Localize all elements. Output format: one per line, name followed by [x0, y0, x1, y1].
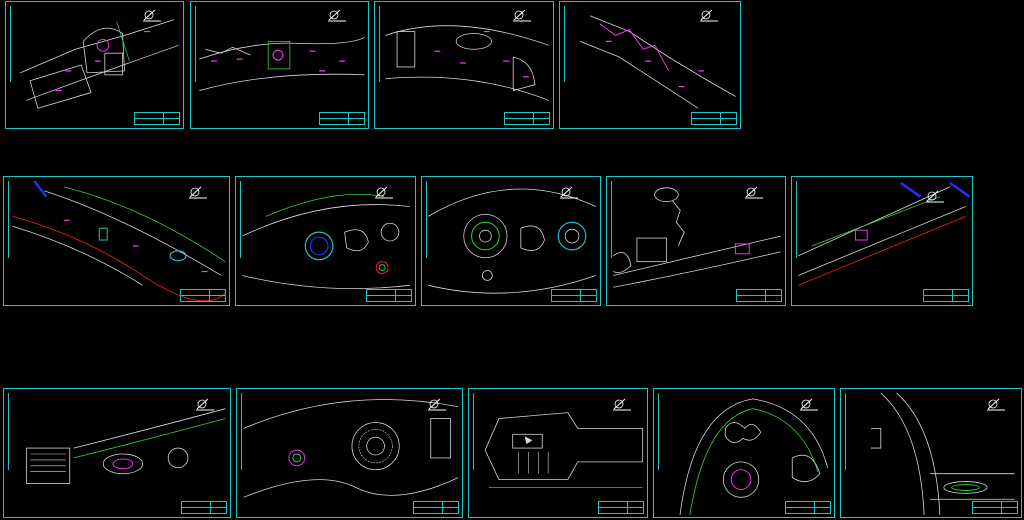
drawing-sheet-1[interactable]	[5, 1, 184, 129]
title-block	[736, 289, 782, 302]
north-arrow-icon	[194, 397, 216, 411]
north-arrow-icon	[924, 189, 946, 203]
north-arrow-icon	[743, 185, 765, 199]
site-plan-8	[613, 187, 781, 288]
site-plan-5	[12, 180, 226, 302]
sheet-margin	[7, 6, 11, 82]
north-arrow-icon	[373, 185, 395, 199]
title-block	[785, 501, 831, 514]
sheet-margin	[470, 393, 474, 470]
drawing-sheet-9[interactable]	[791, 176, 973, 306]
north-arrow-icon	[985, 397, 1007, 411]
sheet-margin	[423, 181, 427, 258]
drawing-sheet-10[interactable]	[3, 388, 231, 518]
title-block	[413, 501, 459, 514]
title-block	[972, 501, 1018, 514]
north-arrow-icon	[426, 397, 448, 411]
site-plan-11	[243, 399, 459, 498]
title-block	[366, 289, 412, 302]
drawing-sheet-7[interactable]	[421, 176, 601, 306]
sheet-margin	[5, 393, 9, 470]
drawing-sheet-6[interactable]	[235, 176, 416, 306]
drawing-sheet-2[interactable]	[190, 1, 369, 129]
drawing-sheet-11[interactable]	[236, 388, 463, 518]
north-arrow-icon	[698, 8, 720, 22]
north-arrow-icon	[187, 185, 209, 199]
title-block	[691, 112, 737, 125]
sheet-margin	[238, 393, 242, 470]
north-arrow-icon	[558, 185, 580, 199]
title-block	[504, 112, 550, 125]
site-plan-10	[26, 408, 226, 484]
sheet-margin	[793, 181, 797, 258]
site-plan-4	[579, 15, 736, 109]
north-arrow-icon	[611, 397, 633, 411]
title-block	[319, 112, 365, 125]
north-arrow-icon	[141, 8, 163, 22]
site-plan-13	[679, 398, 829, 516]
site-plan-6	[242, 193, 410, 289]
north-arrow-icon	[326, 8, 348, 22]
title-block	[551, 289, 597, 302]
sheet-margin	[192, 6, 196, 82]
north-arrow-icon	[798, 397, 820, 411]
drawing-sheet-14[interactable]	[840, 388, 1022, 518]
site-plan-14	[870, 392, 1015, 516]
north-arrow-icon	[511, 8, 533, 22]
drawing-sheet-8[interactable]	[606, 176, 786, 306]
title-block	[923, 289, 969, 302]
site-plan-1	[20, 19, 179, 109]
site-plan-12	[484, 412, 644, 488]
sheet-margin	[655, 393, 659, 470]
sheet-margin	[376, 6, 380, 82]
drawing-sheet-13[interactable]	[653, 388, 835, 518]
title-block	[181, 501, 227, 514]
site-plan-7	[428, 188, 596, 294]
sheet-margin	[608, 181, 612, 258]
sheet-margin	[561, 6, 565, 82]
sheet-margin	[842, 393, 846, 470]
drawing-sheet-12[interactable]	[468, 388, 648, 518]
site-plan-3	[385, 25, 549, 101]
title-block	[180, 289, 226, 302]
title-block	[134, 112, 180, 125]
drawing-sheet-4[interactable]	[559, 1, 741, 129]
sheet-margin	[237, 181, 241, 258]
title-block	[598, 501, 644, 514]
drawing-sheet-5[interactable]	[3, 176, 230, 306]
sheet-margin	[5, 181, 9, 258]
site-plan-2	[199, 37, 365, 91]
drawing-sheet-3[interactable]	[374, 1, 554, 129]
site-plan-9	[798, 181, 971, 286]
